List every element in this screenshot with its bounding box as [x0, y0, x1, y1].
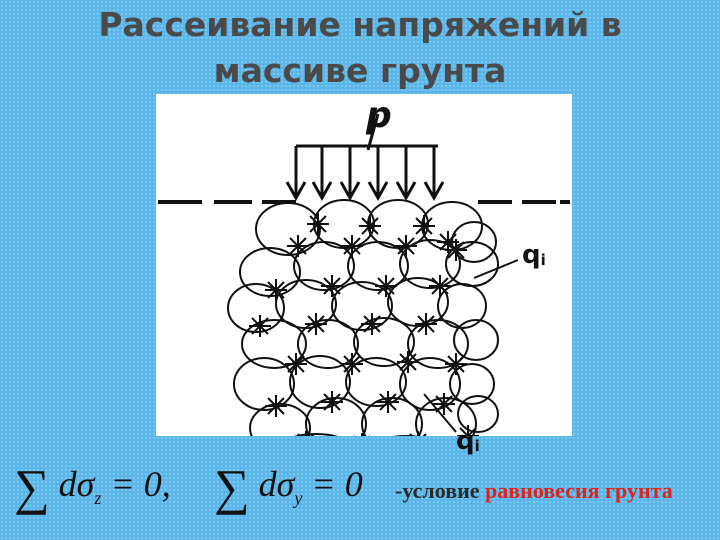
leader-line-upper	[473, 259, 519, 279]
title-line-1: Рассеивание напряжений в	[98, 5, 622, 44]
load-arrows	[285, 113, 445, 202]
caption-highlight: равновесия грунта	[485, 478, 673, 503]
force-line	[307, 315, 325, 333]
d-sigma: dσ	[58, 464, 95, 504]
equation-rhs: = 0	[302, 464, 363, 504]
load-arrow-head	[311, 181, 333, 202]
soil-diagram	[158, 113, 570, 436]
force-line	[287, 355, 305, 373]
load-arrow-head	[423, 181, 445, 202]
soil-grain	[399, 239, 461, 289]
force-label-base: q	[456, 426, 475, 456]
sum-symbol: ∑	[214, 459, 250, 515]
soil-grain	[255, 202, 321, 256]
soil-grain	[353, 317, 415, 367]
soil-grain	[399, 357, 461, 411]
soil-grain	[457, 395, 499, 433]
d-sigma: dσ	[258, 464, 295, 504]
soil-grain	[227, 283, 285, 333]
title-line-2: массиве грунта	[213, 51, 507, 90]
force-line	[379, 393, 397, 411]
force-line	[343, 237, 361, 255]
force-line	[415, 217, 433, 235]
soil-grain	[415, 397, 477, 436]
soil-grain	[233, 357, 295, 411]
force-line	[343, 355, 361, 373]
force-line	[417, 315, 435, 333]
force-line	[399, 353, 417, 371]
force-label-base: q	[522, 240, 541, 270]
soil-grain	[347, 241, 409, 291]
leader-line-lower	[423, 393, 457, 433]
soil-grain	[449, 363, 495, 405]
load-resultant-stem	[366, 113, 380, 151]
load-arrow-head	[339, 181, 361, 202]
soil-grain	[437, 283, 487, 329]
force-line	[323, 393, 341, 411]
force-line	[251, 317, 269, 335]
force-line	[447, 241, 465, 259]
force-label-sub: i	[540, 251, 546, 269]
force-line	[323, 277, 341, 295]
force-line	[435, 395, 453, 413]
load-arrow-head	[285, 181, 307, 202]
soil-diagram-panel: p qi qi	[156, 94, 572, 454]
sum-symbol: ∑	[14, 459, 50, 515]
force-line	[466, 427, 477, 436]
force-line	[377, 277, 395, 295]
soil-grain	[297, 319, 359, 369]
force-line	[309, 215, 327, 233]
force-line	[363, 315, 381, 333]
force-line	[267, 281, 285, 299]
soil-grain	[331, 281, 393, 331]
equation-rhs: = 0,	[101, 464, 171, 504]
soil-grain	[407, 319, 469, 369]
axis-subscript: z	[94, 488, 102, 508]
soil-grain	[293, 241, 355, 291]
force-line	[459, 427, 470, 436]
equilibrium-equation-y: ∑ dσy = 0	[214, 462, 363, 512]
force-line	[447, 355, 465, 373]
force-line	[267, 397, 285, 415]
load-arrow-head	[367, 181, 389, 202]
load-arrow-head	[395, 181, 417, 202]
caption-prefix: -условие	[395, 478, 486, 503]
soil-grains	[227, 199, 499, 436]
force-line	[431, 277, 449, 295]
soil-grain	[293, 433, 339, 436]
force-label-qi-upper: qi	[522, 242, 546, 268]
force-label-qi-lower: qi	[456, 428, 480, 454]
soil-grain	[249, 403, 311, 436]
equilibrium-caption: -условие равновесия грунта	[395, 478, 673, 504]
equilibrium-equation-z: ∑ dσz = 0,	[14, 462, 171, 512]
soil-grain	[361, 397, 423, 436]
soil-grain	[241, 319, 307, 369]
slide-title: Рассеивание напряжений в массиве грунта	[0, 2, 720, 94]
soil-grain	[345, 357, 407, 407]
soil-grain	[289, 355, 351, 409]
soil-grain	[239, 247, 301, 297]
force-line	[397, 237, 415, 255]
axis-subscript: y	[294, 488, 303, 508]
leader-lines	[423, 259, 519, 433]
force-line	[361, 217, 379, 235]
contact-forces	[249, 213, 479, 436]
force-line	[289, 237, 307, 255]
load-label-p: p	[366, 95, 392, 136]
soil-grain	[453, 319, 499, 361]
force-label-sub: i	[474, 437, 480, 455]
